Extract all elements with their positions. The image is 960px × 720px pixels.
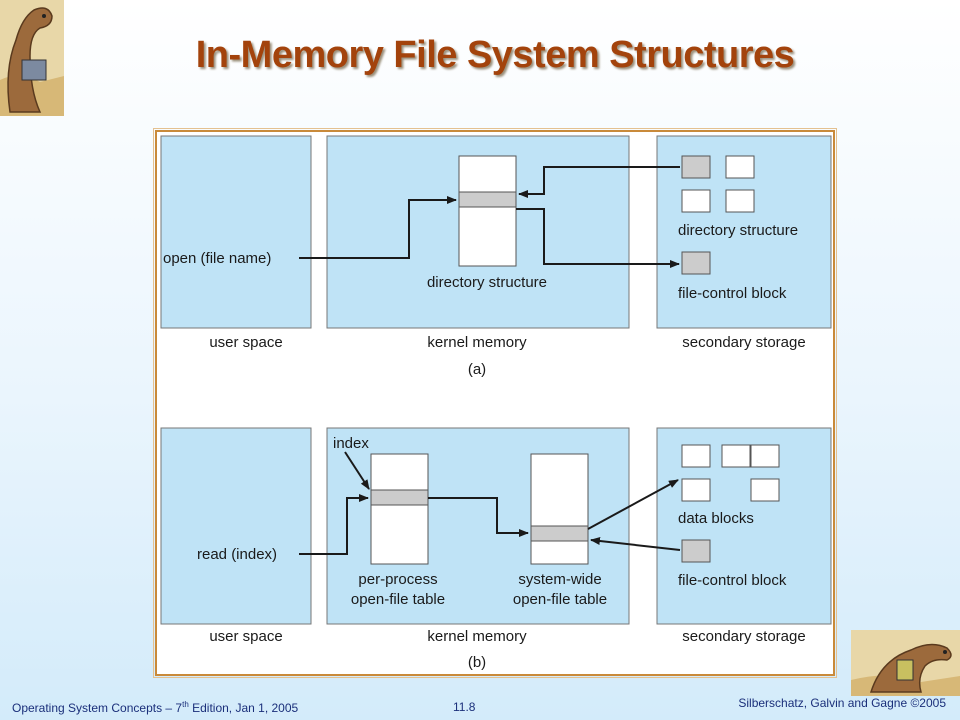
dinosaur-logo-bottom — [851, 630, 960, 696]
per-process-open-file-table — [370, 453, 429, 565]
footer-book-title: Operating System Concepts – 7th Edition,… — [12, 700, 299, 715]
read-call-label: read (index) — [197, 546, 277, 563]
storage-dir-block — [681, 155, 711, 179]
data-block — [721, 444, 751, 468]
system-wide-table-entry — [530, 525, 589, 542]
dinosaur-logo-top — [0, 0, 64, 116]
data-block — [750, 444, 780, 468]
data-block-arrow — [587, 479, 679, 530]
storage-dir-block — [725, 189, 755, 213]
system-wide-label-2: open-file table — [513, 591, 607, 608]
user-space-label-a: user space — [209, 334, 282, 351]
index-label: index — [333, 435, 369, 452]
storage-fcb-label-b: file-control block — [678, 572, 787, 589]
storage-fcb-block-b — [681, 539, 711, 563]
diagram-b: index read (index) per-process open-file… — [160, 427, 832, 671]
index-pointer-arrow — [344, 451, 370, 490]
read-call-arrow — [299, 494, 369, 555]
secondary-storage-label-b: secondary storage — [682, 628, 805, 645]
storage-fcb-block-a — [681, 251, 711, 275]
data-block — [750, 478, 780, 502]
per-process-label-2: open-file table — [351, 591, 445, 608]
data-block — [681, 478, 711, 502]
table-link-arrow — [428, 497, 529, 537]
diagram-a: open (file name) directory structure dir… — [160, 135, 832, 378]
footer-page-number: 11.8 — [453, 700, 476, 714]
kernel-memory-label-b: kernel memory — [427, 628, 527, 645]
user-space-panel-a — [160, 135, 312, 329]
footer-authors: Silberschatz, Galvin and Gagne ©2005 — [738, 696, 946, 710]
fcb-lookup-arrow — [516, 208, 680, 268]
file-system-figure: open (file name) directory structure dir… — [153, 128, 837, 678]
open-call-arrow — [299, 196, 457, 259]
storage-fcb-label-a: file-control block — [678, 285, 787, 302]
kernel-memory-label-a: kernel memory — [427, 334, 527, 351]
user-space-panel-b — [160, 427, 312, 625]
storage-dir-block — [681, 189, 711, 213]
per-process-table-entry — [370, 489, 429, 506]
storage-dir-label: directory structure — [678, 222, 798, 239]
slide-title: In-Memory File System Structures — [195, 34, 795, 76]
secondary-storage-label-a: secondary storage — [682, 334, 805, 351]
data-block — [681, 444, 711, 468]
user-space-label-b: user space — [209, 628, 282, 645]
caption-a: (a) — [468, 361, 486, 378]
fcb-load-arrow — [590, 537, 681, 551]
kernel-directory-structure — [458, 155, 517, 267]
system-wide-open-file-table — [530, 453, 589, 565]
data-blocks-label: data blocks — [678, 510, 754, 527]
open-call-label: open (file name) — [163, 250, 271, 267]
dir-load-arrow — [518, 166, 680, 198]
system-wide-label-1: system-wide — [518, 571, 601, 588]
kernel-dir-label: directory structure — [427, 274, 547, 291]
storage-dir-block — [725, 155, 755, 179]
caption-b: (b) — [468, 654, 486, 671]
kernel-directory-entry — [458, 191, 517, 208]
per-process-label-1: per-process — [358, 571, 437, 588]
